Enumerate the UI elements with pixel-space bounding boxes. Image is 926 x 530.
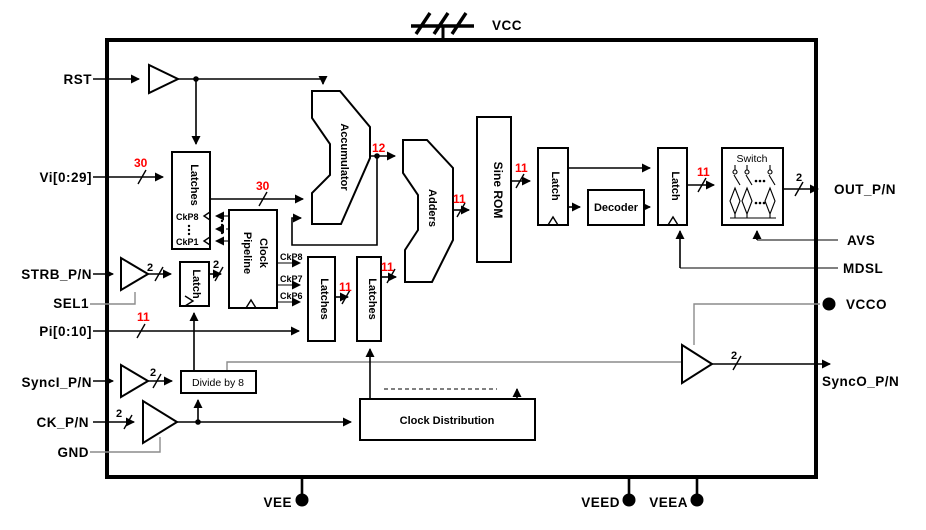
switch-label: Switch	[737, 153, 768, 165]
clock-distribution-block	[359, 398, 536, 441]
vcco-wire	[693, 303, 820, 345]
synci-buffer	[120, 363, 150, 399]
divide-by-8-block	[180, 370, 257, 394]
sync-bypass-wire	[226, 361, 682, 371]
vcco-pin-dot	[822, 297, 836, 311]
bus-width-rom-out: 11	[515, 161, 528, 175]
clock-edge-marks	[184, 211, 679, 309]
latch-b-block	[657, 147, 688, 226]
bus-width-strb-out: 2	[213, 259, 219, 271]
pin-label-rst: RST	[64, 72, 93, 87]
adders-block	[402, 139, 454, 283]
bus-width-out: 2	[796, 172, 802, 184]
adders-label: Adders	[426, 189, 438, 227]
bus-width-vi: 30	[134, 156, 148, 170]
sine-rom-label: Sine ROM	[491, 162, 505, 219]
bus-width-dac-in: 11	[697, 165, 710, 179]
divide-by-8-label: Divide by 8	[192, 377, 244, 389]
veed-pin-dot	[622, 493, 636, 507]
sine-rom-block	[476, 116, 512, 263]
bus-width-synco: 2	[731, 350, 737, 362]
pin-label-vee: VEE	[263, 495, 292, 510]
rst-buffer	[148, 63, 181, 95]
input-latches-label: Latches	[188, 164, 200, 206]
clock-distribution-label: Clock Distribution	[400, 415, 495, 427]
strb-latch-block	[179, 261, 210, 307]
pin-label-mdsl: MDSL	[843, 261, 883, 276]
ckp8-label: CkP8	[280, 252, 303, 262]
pin-label-vcco: VCCO	[846, 297, 887, 312]
latch-a-label: Latch	[549, 171, 561, 201]
pin-label-veea: VEEA	[649, 495, 688, 510]
pipe-latches-b-block	[356, 256, 382, 342]
bus-width-stage: 11	[339, 280, 352, 294]
buffers	[120, 63, 714, 445]
pin-label-ck: CK_P/N	[36, 415, 89, 430]
vcc-rail-icon	[411, 12, 474, 40]
bus-width-pi: 11	[137, 310, 150, 324]
bus-width-acc-out: 12	[372, 141, 386, 155]
pin-label-vi: Vi[0:29]	[39, 170, 92, 185]
pipeline-clock-label-2: Clock	[257, 238, 269, 269]
decoder-block	[587, 189, 645, 226]
ck-buffer	[142, 399, 179, 445]
synco-buffer	[681, 343, 714, 385]
strb-buffer	[120, 256, 150, 292]
pipe-latches-a-block	[307, 256, 336, 342]
pin-label-veed: VEED	[581, 495, 620, 510]
pipeline-clock-label-1: Pipeline	[241, 232, 253, 274]
bus-slash-marks	[123, 169, 804, 430]
bus-width-acc-in: 30	[256, 179, 270, 193]
veea-pin-dot	[690, 493, 704, 507]
switch-block	[721, 147, 784, 226]
pin-label-synco: SyncO_P/N	[822, 374, 899, 389]
decoder-label: Decoder	[594, 202, 639, 214]
pin-label-avs: AVS	[847, 233, 875, 248]
pin-label-sel1: SEL1	[53, 296, 89, 311]
pin-label-out: OUT_P/N	[834, 182, 896, 197]
pipeline-clock-block	[228, 209, 278, 309]
chip-border	[105, 38, 818, 479]
pipe-latches-b-label: Latches	[366, 278, 378, 320]
gnd-wire	[90, 437, 161, 453]
ckp8-in-label: CkP8	[176, 212, 199, 222]
aux-wires	[90, 292, 820, 453]
sel1-wire	[90, 292, 136, 305]
ellipsis-dots	[187, 219, 224, 236]
bus-width-synci: 2	[150, 367, 156, 379]
bus-width-strb-in: 2	[147, 262, 153, 274]
input-latches-block	[171, 151, 211, 250]
bus-width-adder-in: 11	[381, 260, 394, 274]
bus-width-adder-out: 11	[453, 192, 466, 206]
signal-wires	[93, 74, 838, 494]
blocks	[171, 90, 784, 441]
vee-pin-dot	[295, 493, 309, 507]
accumulator-label: Accumulator	[338, 123, 350, 191]
pipe-latches-a-label: Latches	[318, 278, 330, 320]
ckp7-label: CkP7	[280, 274, 303, 284]
ckp1-in-label: CkP1	[176, 237, 199, 247]
junction-dots	[193, 76, 380, 425]
pin-label-pi: Pi[0:10]	[39, 324, 92, 339]
strb-latch-label: Latch	[190, 269, 202, 299]
dac-switch-cells-icon	[729, 165, 776, 219]
supply-pin-dots	[295, 297, 836, 507]
accumulator-block	[311, 90, 371, 225]
pin-label-vcc: VCC	[492, 18, 522, 33]
bus-width-ck: 2	[116, 408, 122, 420]
latch-a-block	[537, 147, 569, 226]
latch-b-label: Latch	[669, 171, 681, 201]
pin-label-gnd: GND	[58, 445, 90, 460]
pin-label-strb: STRB_P/N	[21, 267, 92, 282]
ckp6-label: CkP6	[280, 291, 303, 301]
pin-label-synci: SyncI_P/N	[21, 375, 92, 390]
